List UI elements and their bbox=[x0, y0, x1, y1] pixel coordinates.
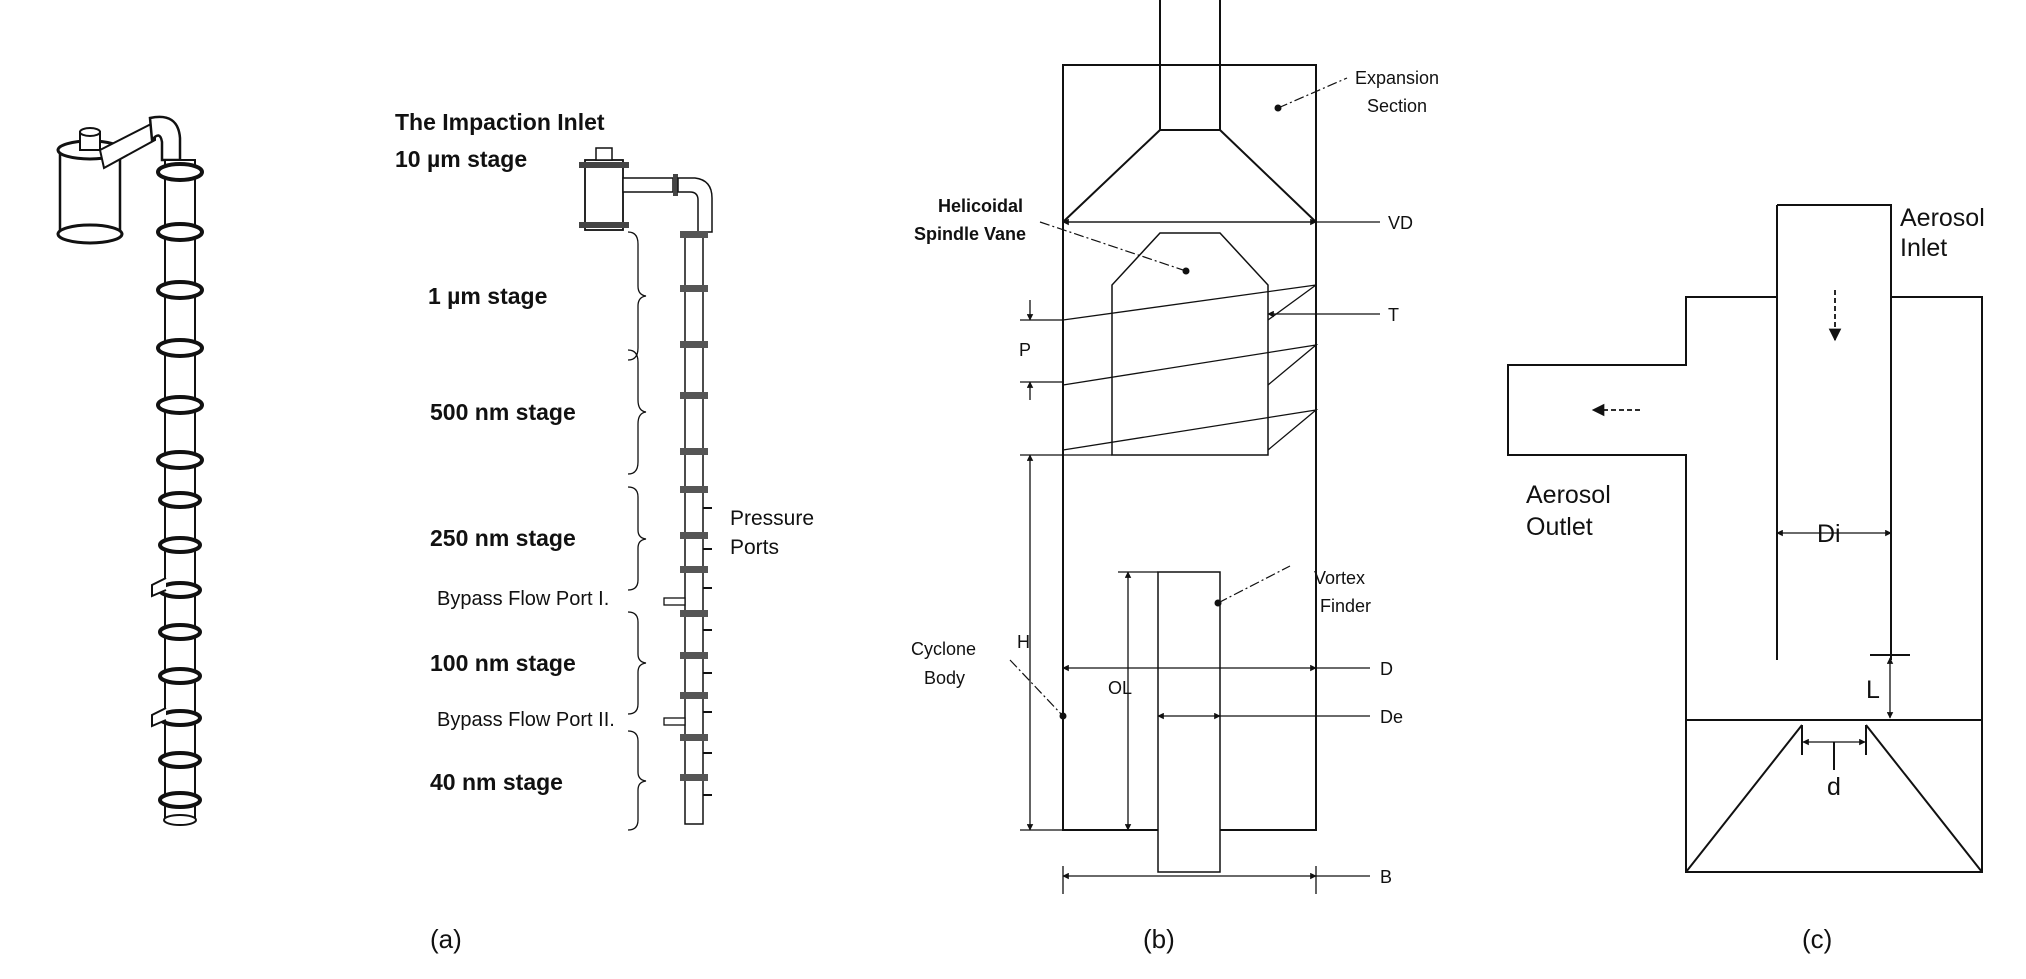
dim-H: H bbox=[1017, 632, 1030, 652]
bypass-port-1-label: Bypass Flow Port I. bbox=[437, 588, 609, 610]
vortex-finder-label: Vortex bbox=[1314, 568, 1365, 588]
dim-T: T bbox=[1388, 305, 1399, 325]
impactor-schematic bbox=[579, 147, 713, 831]
pressure-ports-label-2: Ports bbox=[730, 536, 779, 559]
expansion-section-label: Expansion bbox=[1355, 68, 1439, 88]
bypass-port-2-label: Bypass Flow Port II. bbox=[437, 709, 615, 731]
dim-d: d bbox=[1827, 773, 1841, 801]
impactor-stage-diagram bbox=[1507, 204, 1983, 873]
1um-stage-label: 1 µm stage bbox=[428, 283, 547, 309]
aerosol-outlet-label-2: Outlet bbox=[1526, 513, 1593, 541]
10um-stage-label: 10 µm stage bbox=[395, 146, 527, 172]
dim-OL: OL bbox=[1108, 678, 1132, 698]
500nm-stage-label: 500 nm stage bbox=[430, 399, 576, 425]
helicoidal-vane-label: Helicoidal bbox=[938, 196, 1023, 216]
cyclone-body-label: Cyclone bbox=[911, 639, 976, 659]
aerosol-inlet-label: Aerosol bbox=[1900, 204, 1985, 232]
impaction-inlet-label: The Impaction Inlet bbox=[395, 109, 605, 135]
dim-D: D bbox=[1380, 659, 1393, 679]
vortex-finder-label-2: Finder bbox=[1320, 596, 1371, 616]
250nm-stage-label: 250 nm stage bbox=[430, 525, 576, 551]
40nm-stage-label: 40 nm stage bbox=[430, 769, 563, 795]
aerosol-inlet-label-2: Inlet bbox=[1900, 234, 1947, 262]
caption-c: (c) bbox=[1802, 924, 1832, 954]
cyclone-body-label-2: Body bbox=[924, 668, 965, 688]
100nm-stage-label: 100 nm stage bbox=[430, 650, 576, 676]
pressure-ports-label: Pressure bbox=[730, 507, 814, 530]
caption-a: (a) bbox=[430, 924, 462, 954]
dim-B: B bbox=[1380, 867, 1392, 887]
cyclone-diagram bbox=[1009, 0, 1380, 894]
dim-De: De bbox=[1380, 707, 1403, 727]
caption-b: (b) bbox=[1143, 924, 1175, 954]
dim-L: L bbox=[1866, 676, 1880, 704]
aerosol-outlet-label: Aerosol bbox=[1526, 481, 1611, 509]
helicoidal-vane-label-2: Spindle Vane bbox=[914, 224, 1026, 244]
dim-Di: Di bbox=[1817, 520, 1841, 548]
expansion-section-label-2: Section bbox=[1367, 96, 1427, 116]
impactor-3d-drawing bbox=[56, 115, 204, 826]
dim-P: P bbox=[1019, 340, 1031, 360]
dim-VD: VD bbox=[1388, 213, 1413, 233]
